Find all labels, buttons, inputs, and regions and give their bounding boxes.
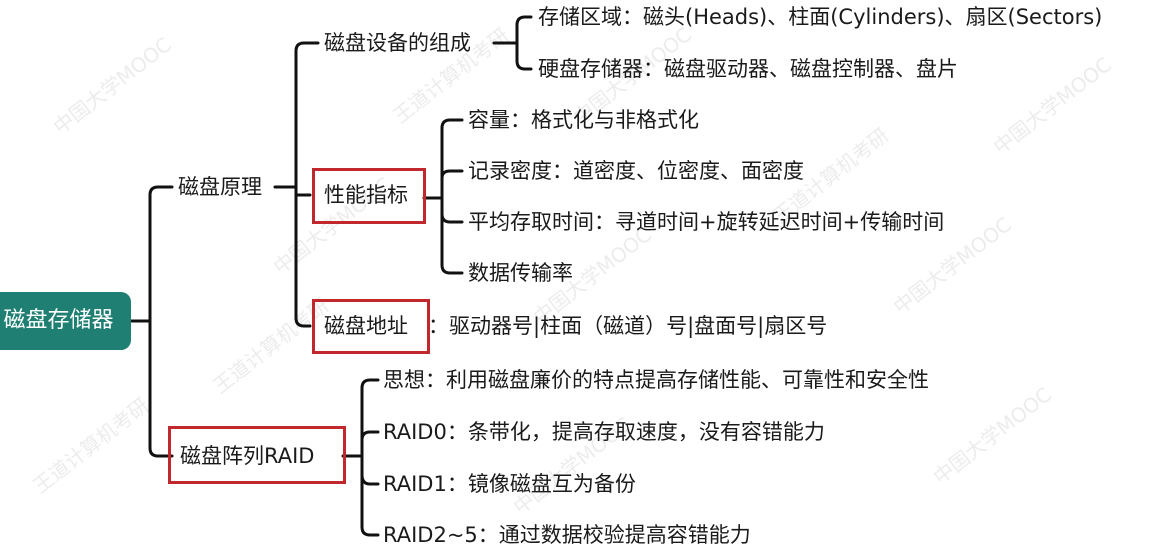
connector-composition-item-1	[515, 41, 533, 71]
connector-principle-composition	[294, 41, 320, 189]
connector-performance-item-1	[440, 169, 464, 200]
connector-performance-item-3	[440, 196, 464, 275]
raid-item: RAID1：镜像磁盘互为备份	[383, 472, 636, 496]
composition-item: 硬盘存储器：磁盘驱动器、磁盘控制器、盘片	[538, 57, 958, 81]
connector-root-raid	[148, 319, 174, 458]
connector-raid-item-3	[360, 454, 380, 537]
raid-item: RAID0：条带化，提高存取速度，没有容错能力	[383, 420, 825, 444]
node-principle[interactable]: 磁盘原理	[178, 175, 262, 199]
connector-raid-item-0	[360, 378, 380, 458]
highlight-box-address	[312, 299, 430, 354]
raid-item: RAID2~5：通过数据校验提高容错能力	[383, 523, 751, 547]
node-performance[interactable]: 性能指标	[324, 183, 408, 207]
composition-item: 存储区域：磁头(Heads)、柱面(Cylinders)、扇区(Sectors)	[538, 5, 1103, 29]
connector-raid-item-2	[360, 454, 380, 486]
connector-root-principle	[148, 185, 174, 323]
connector-principle-performance	[294, 185, 312, 197]
node-address[interactable]: 磁盘地址	[324, 314, 408, 338]
performance-item: 记录密度：道密度、位密度、面密度	[468, 159, 804, 183]
connector-raid-item-1	[360, 430, 380, 458]
connector-performance-item-2	[440, 196, 464, 224]
node-raid[interactable]: 磁盘阵列RAID	[180, 444, 315, 468]
raid-item: 思想：利用磁盘廉价的特点提高存储性能、可靠性和安全性	[383, 368, 929, 392]
performance-item: 平均存取时间：寻道时间+旋转延迟时间+传输时间	[468, 210, 945, 234]
highlight-box-performance	[312, 168, 426, 224]
connector-principle-address	[294, 185, 312, 328]
performance-item: 数据传输率	[468, 261, 573, 285]
connector-composition-item-0	[515, 15, 533, 45]
performance-item: 容量：格式化与非格式化	[468, 108, 699, 132]
root-node[interactable]: 磁盘存储器	[0, 292, 131, 350]
node-composition[interactable]: 磁盘设备的组成	[324, 31, 471, 55]
highlight-box-raid	[168, 426, 346, 484]
connector-performance-item-0	[440, 118, 464, 200]
node-address-value: ：驱动器号|柱面（磁道）号|盘面号|扇区号	[428, 314, 828, 338]
